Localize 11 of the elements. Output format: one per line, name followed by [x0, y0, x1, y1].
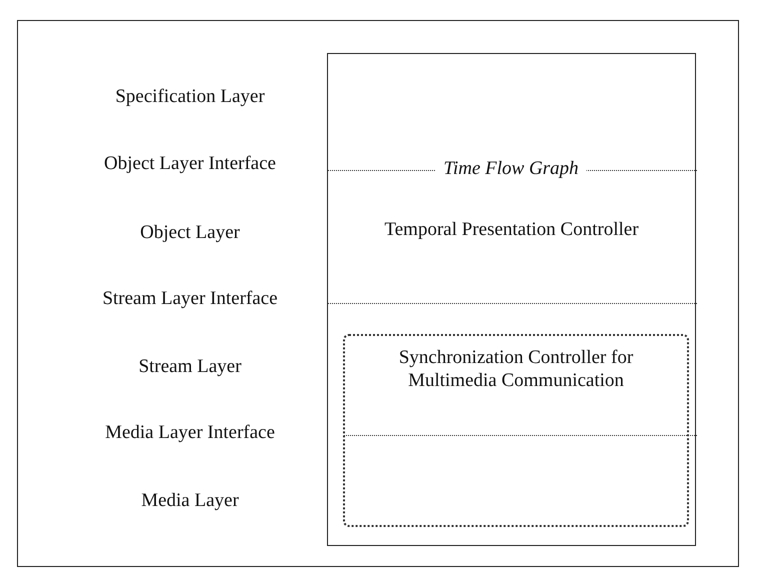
layer-label: Stream Layer Interface: [102, 288, 278, 310]
layer-label: Media Layer: [141, 490, 239, 512]
controller-name: Temporal Presentation Controller: [383, 218, 640, 241]
layer-label: Stream Layer: [138, 356, 242, 378]
layer-label: Specification Layer: [115, 86, 265, 108]
layer-label: Object Layer: [140, 222, 240, 244]
controller-name: Synchronization Controller for Multimedia Communication: [398, 346, 634, 392]
controller-dotted-box: [343, 334, 689, 527]
layer-label: Media Layer Interface: [105, 422, 275, 444]
graph-label: Time Flow Graph: [435, 158, 587, 180]
layer-label: Object Layer Interface: [104, 153, 276, 175]
